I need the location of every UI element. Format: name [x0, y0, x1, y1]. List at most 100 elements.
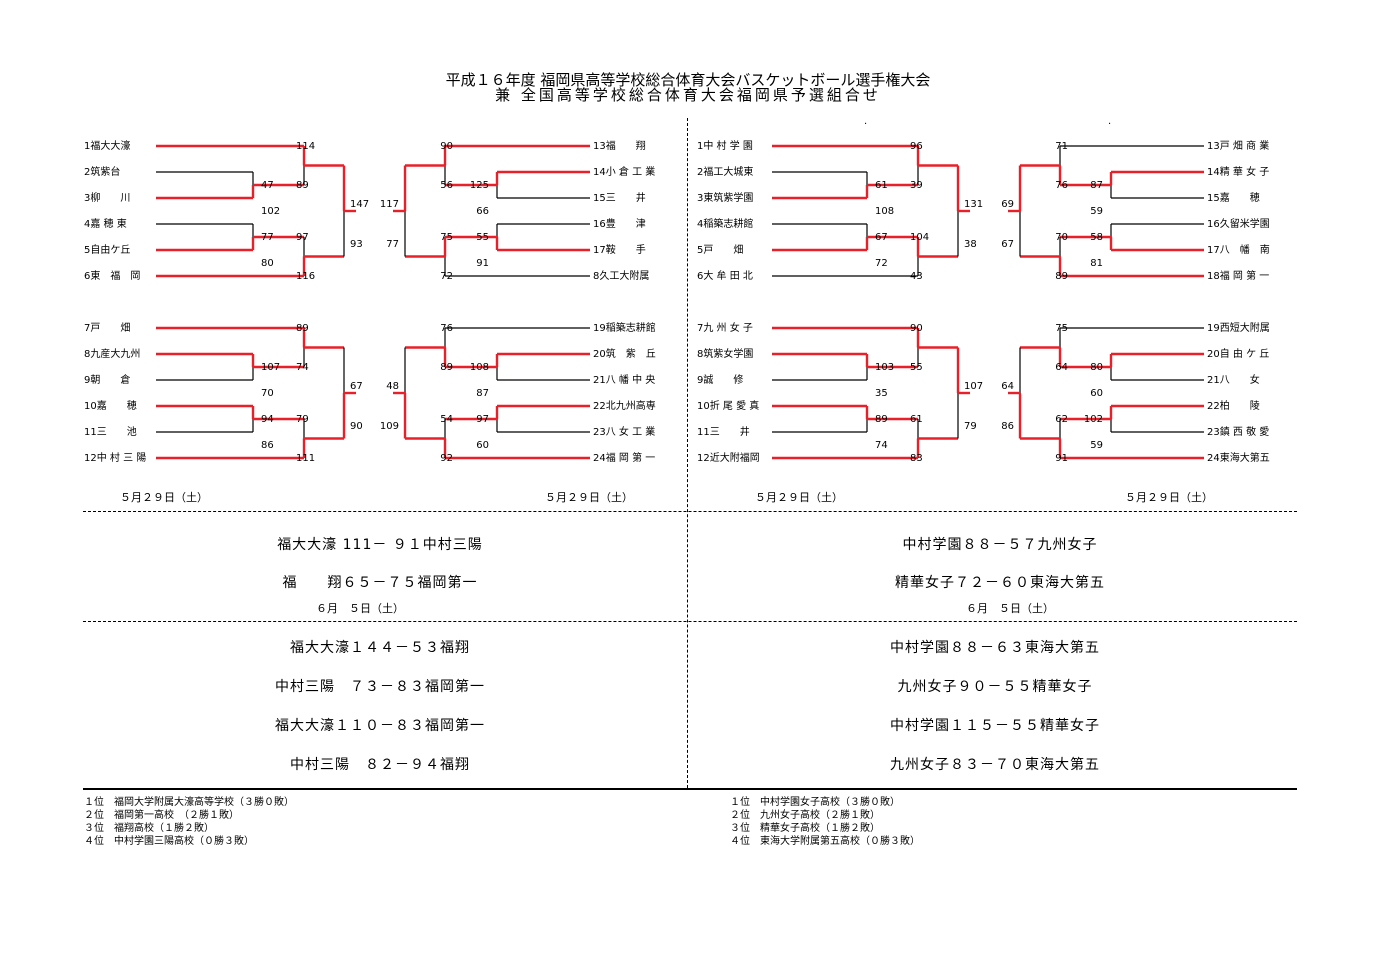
- date-round1-a: ５月２９日（土）: [120, 491, 208, 504]
- title-line-1: 平成１６年度 福岡県高等学校総合体育大会バスケットボール選手権大会: [445, 71, 931, 89]
- score: 89: [296, 323, 309, 334]
- team-name: 13福 翔: [593, 139, 646, 152]
- team-name: 11三 井: [697, 425, 750, 438]
- score: 70: [261, 388, 274, 399]
- score: 102: [1084, 414, 1103, 425]
- score: 131: [964, 199, 983, 210]
- score: 86: [1001, 421, 1014, 432]
- score: 56: [440, 180, 453, 191]
- team-name: 1中 村 学 園: [697, 139, 753, 152]
- score: 89: [440, 362, 453, 373]
- team-name: 3柳 川: [84, 191, 130, 204]
- date-round1-d: ５月２９日（土）: [1125, 491, 1213, 504]
- team-name: 19稲築志耕館: [593, 321, 656, 334]
- divider-1: [83, 511, 1297, 512]
- score: 90: [350, 421, 363, 432]
- team-name: 8久工大附属: [593, 269, 649, 282]
- standing-left-4: ４位 中村学園三陽高校（０勝３敗）: [84, 836, 254, 847]
- score: 91: [1055, 453, 1068, 464]
- score: 64: [1055, 362, 1068, 373]
- score: 38: [964, 239, 977, 250]
- score: 59: [1090, 206, 1103, 217]
- score: 80: [261, 258, 274, 269]
- team-name: 3東筑紫学園: [697, 191, 753, 204]
- team-name: 4嘉 穂 東: [84, 217, 127, 230]
- team-name: 6東 福 岡: [84, 269, 140, 282]
- standings-right: １位 中村学園女子高校（３勝０敗） ２位 九州女子高校（２勝１敗） ３位 精華女…: [730, 796, 920, 848]
- standings-left: １位 福岡大学附属大濠高等学校（３勝０敗） ２位 福岡第一高校 （２勝１敗） ３…: [84, 796, 294, 848]
- score: 76: [1055, 180, 1068, 191]
- score: 90: [440, 141, 453, 152]
- score: 64: [1001, 381, 1014, 392]
- team-name: 20自 由 ケ 丘: [1207, 347, 1269, 360]
- score: 62: [1055, 414, 1068, 425]
- team-name: 7九 州 女 子: [697, 321, 753, 334]
- score: 97: [296, 232, 309, 243]
- score: 89: [296, 180, 309, 191]
- team-name: 5戸 畑: [697, 243, 743, 256]
- score: 86: [261, 440, 274, 451]
- result-right-r3-3: 中村学園１１５－５５精華女子: [890, 718, 1100, 734]
- score: 107: [964, 381, 983, 392]
- score: 69: [1001, 199, 1014, 210]
- score: 67: [875, 232, 888, 243]
- score: 89: [1055, 271, 1068, 282]
- center-divider: [687, 118, 688, 788]
- result-right-r2-1: 中村学園８８－５７九州女子: [902, 537, 1098, 553]
- team-name: 4稲築志耕館: [697, 217, 753, 230]
- score: 39: [910, 180, 923, 191]
- standing-left-3: ３位 福翔高校（１勝２敗）: [84, 823, 214, 834]
- divider-3: [83, 788, 1297, 790]
- team-name: 9誠 修: [697, 373, 743, 386]
- score: 72: [875, 258, 888, 269]
- team-name: 13戸 畑 商 業: [1207, 139, 1269, 152]
- score: 109: [380, 421, 399, 432]
- team-name: 24東海大第五: [1207, 451, 1270, 464]
- score: 108: [875, 206, 894, 217]
- score: 72: [440, 271, 453, 282]
- score: 59: [1090, 440, 1103, 451]
- date-round2-left: ６月 ５日（土）: [316, 602, 404, 615]
- score: 116: [296, 271, 315, 282]
- team-name: 2筑紫台: [84, 165, 120, 178]
- score: 93: [350, 239, 363, 250]
- score: 43: [910, 271, 923, 282]
- team-name: 23鎮 西 敬 愛: [1207, 425, 1269, 438]
- score: 81: [1090, 258, 1103, 269]
- team-name: 21八 幡 中 央: [593, 373, 655, 386]
- team-name: 7戸 畑: [84, 321, 130, 334]
- score: 48: [386, 381, 399, 392]
- standing-right-4: ４位 東海大学附属第五高校（０勝３敗）: [730, 836, 920, 847]
- score: 87: [1090, 180, 1103, 191]
- score: 91: [476, 258, 489, 269]
- team-name: 1福大大濠: [84, 139, 130, 152]
- score: 104: [910, 232, 929, 243]
- result-right-r2-2: 精華女子７２－６０東海大第五: [895, 575, 1105, 591]
- score: 58: [1090, 232, 1103, 243]
- score: 35: [875, 388, 888, 399]
- standing-left-2: ２位 福岡第一高校 （２勝１敗）: [84, 810, 239, 821]
- team-name: 5自由ケ丘: [84, 243, 130, 256]
- score: 61: [875, 180, 888, 191]
- score: 75: [440, 232, 453, 243]
- score: 94: [261, 414, 274, 425]
- standing-right-2: ２位 九州女子高校（２勝１敗）: [730, 810, 880, 821]
- team-name: 6大 牟 田 北: [697, 269, 753, 282]
- team-name: 20筑 紫 丘: [593, 347, 656, 360]
- team-name: 15三 井: [593, 191, 646, 204]
- score: 74: [875, 440, 888, 451]
- score: 71: [1055, 141, 1068, 152]
- date-round1-c: ５月２９日（土）: [755, 491, 843, 504]
- team-name: 8九産大九州: [84, 347, 140, 360]
- team-name: 19西短大附属: [1207, 321, 1270, 334]
- team-name: 21八 女: [1207, 373, 1260, 386]
- score: 66: [476, 206, 489, 217]
- score: 77: [386, 239, 399, 250]
- score: 60: [1090, 388, 1103, 399]
- result-right-r3-4: 九州女子８３－７０東海大第五: [890, 757, 1100, 773]
- team-name: 24福 岡 第 一: [593, 451, 655, 464]
- divider-2: [83, 621, 1297, 622]
- score: 83: [910, 453, 923, 464]
- score: 114: [296, 141, 315, 152]
- score: 74: [296, 362, 309, 373]
